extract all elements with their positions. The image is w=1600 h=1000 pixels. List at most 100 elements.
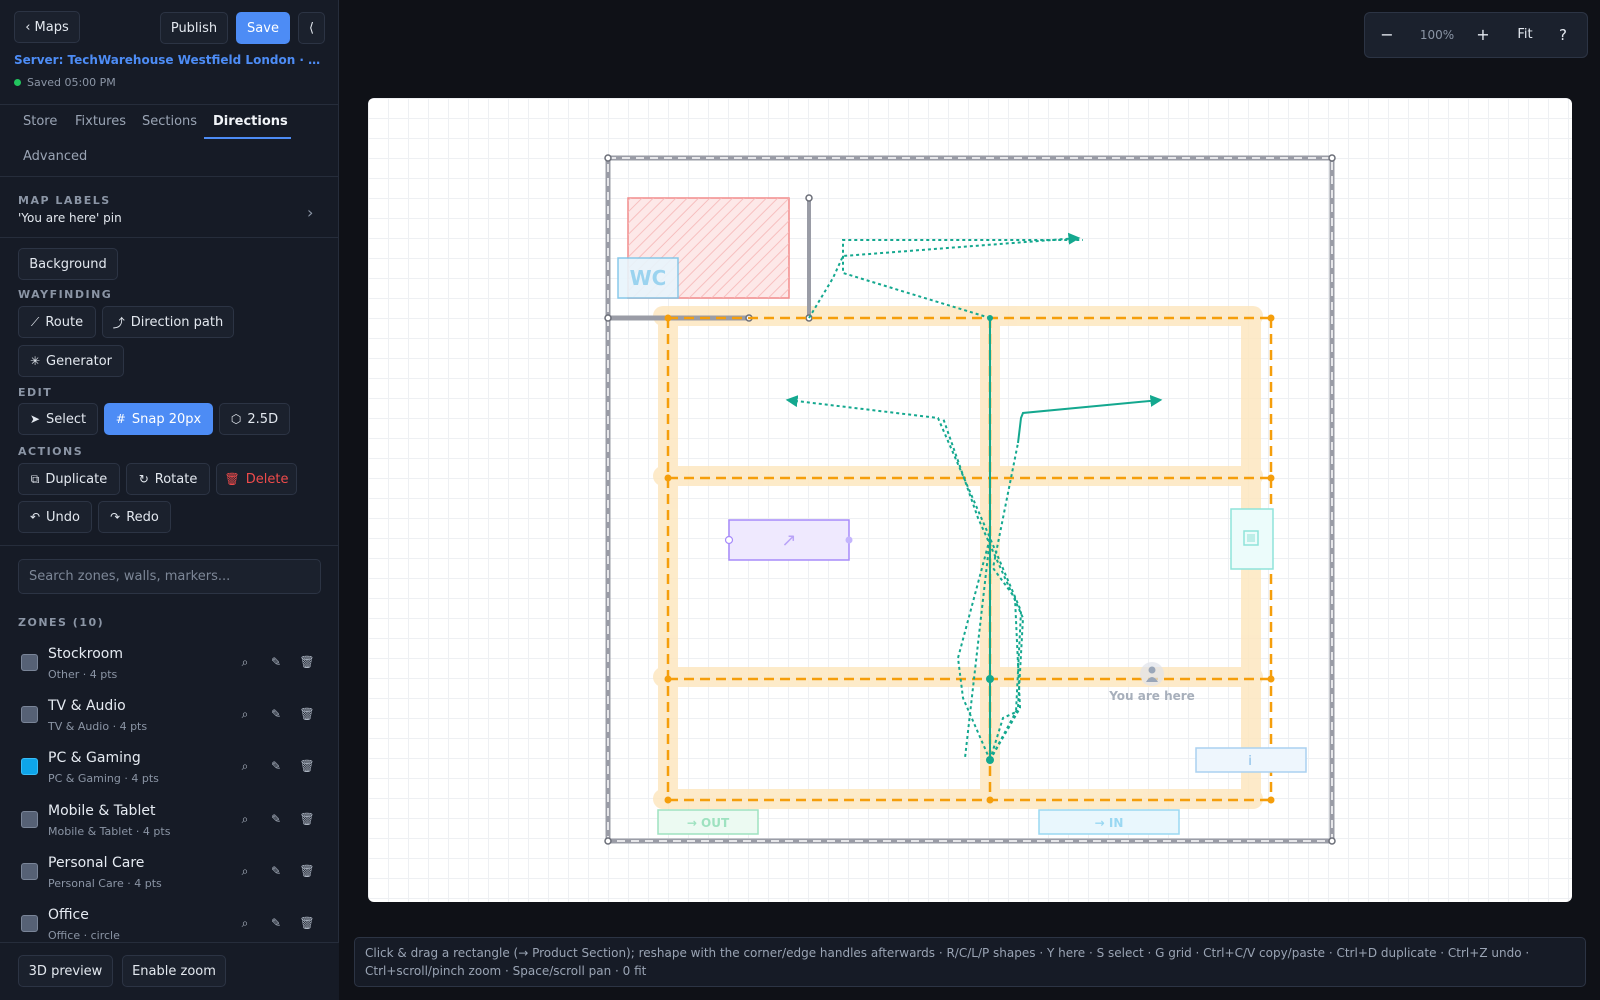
zone-item-office[interactable]: Office Office · circle ⌕ ✎ 🗑 [0, 901, 339, 942]
route-button[interactable]: ⟋ Route [18, 306, 96, 338]
direction-path[interactable] [785, 395, 992, 761]
map-labels-row[interactable]: MAP LABELS 'You are here' pin › [0, 180, 339, 235]
exit-zone[interactable] [657, 809, 759, 835]
search-input[interactable] [18, 559, 321, 594]
tab-fixtures[interactable]: Fixtures [75, 114, 127, 129]
zone-item-tv-audio[interactable]: TV & Audio TV & Audio · 4 pts ⌕ ✎ 🗑 [0, 692, 339, 744]
zoom-to-icon[interactable]: ⌕ [241, 707, 249, 721]
tab-directions[interactable]: Directions [213, 114, 288, 129]
snap-toggle-button[interactable]: # Snap 20px [104, 403, 213, 435]
tab-store[interactable]: Store [23, 114, 58, 129]
wall-node[interactable] [604, 837, 612, 845]
route-node[interactable] [987, 315, 993, 321]
zoom-fit-button[interactable]: Fit [1517, 27, 1533, 42]
escalator-zone[interactable] [728, 519, 850, 561]
direction-path[interactable] [808, 232, 1081, 319]
entrance-zone[interactable] [1038, 809, 1180, 835]
zone-color-swatch[interactable] [21, 811, 38, 828]
edit-pencil-icon[interactable]: ✎ [270, 864, 282, 878]
duplicate-button[interactable]: ⧉ Duplicate [18, 463, 120, 495]
wall-node[interactable] [604, 154, 612, 162]
aisle-node[interactable] [1267, 675, 1275, 683]
trash-icon[interactable]: 🗑 [299, 812, 315, 826]
map-drawing[interactable]: WC [368, 98, 1572, 902]
save-status: Saved 05:00 PM [14, 76, 116, 89]
wall-node[interactable] [1328, 837, 1336, 845]
collapse-sidebar-button[interactable]: ⟨ [298, 12, 325, 44]
zone-handle[interactable] [845, 536, 853, 544]
aisle-node[interactable] [664, 675, 672, 683]
aisle-node[interactable] [1267, 474, 1275, 482]
rotate-button[interactable]: ↻ Rotate [126, 463, 210, 495]
zone-item-personal-care[interactable]: Personal Care Personal Care · 4 pts ⌕ ✎ … [0, 849, 339, 901]
route-node[interactable] [986, 756, 994, 764]
zoom-out-button[interactable]: − [1380, 25, 1394, 44]
maps-back-button[interactable]: ‹ Maps [14, 11, 80, 43]
delete-button[interactable]: 🗑 Delete [216, 463, 297, 495]
info-point-zone[interactable] [1195, 747, 1307, 773]
aisle-nodes[interactable] [664, 314, 1275, 804]
trash-icon[interactable]: 🗑 [299, 864, 315, 878]
route-node[interactable] [986, 675, 994, 683]
zoom-to-icon[interactable]: ⌕ [241, 759, 249, 773]
zone-handle[interactable] [724, 535, 734, 545]
direction-paths[interactable] [785, 232, 1083, 761]
wall-node[interactable] [805, 194, 813, 202]
direction-path[interactable] [964, 534, 1023, 761]
zone-color-swatch[interactable] [21, 706, 38, 723]
zone-item-pc-gaming[interactable]: PC & Gaming PC & Gaming · 4 pts ⌕ ✎ 🗑 [0, 744, 339, 796]
direction-path[interactable] [942, 417, 1025, 761]
background-button[interactable]: Background [18, 248, 118, 280]
edit-pencil-icon[interactable]: ✎ [270, 812, 282, 826]
aisle-node[interactable] [1267, 796, 1275, 804]
route-nodes[interactable] [986, 315, 994, 764]
aisle-node[interactable] [986, 796, 994, 804]
wall-node[interactable] [1328, 154, 1336, 162]
view-25d-button[interactable]: ⬡ 2.5D [219, 403, 290, 435]
aisle-node[interactable] [664, 314, 672, 322]
edit-pencil-icon[interactable]: ✎ [270, 707, 282, 721]
trash-icon[interactable]: 🗑 [299, 916, 315, 930]
zone-item-mobile-tablet[interactable]: Mobile & Tablet Mobile & Tablet · 4 pts … [0, 797, 339, 849]
3d-preview-button[interactable]: 3D preview [18, 955, 113, 987]
help-button[interactable]: ? [1559, 26, 1567, 44]
publish-button[interactable]: Publish [160, 12, 228, 44]
wall-node[interactable] [604, 314, 612, 322]
zone-color-swatch[interactable] [21, 915, 38, 932]
aisle-glow-band [653, 466, 1263, 486]
trash-icon[interactable]: 🗑 [299, 655, 315, 669]
tab-sections[interactable]: Sections [142, 114, 198, 129]
trash-icon[interactable]: 🗑 [299, 707, 315, 721]
zone-color-swatch[interactable] [21, 758, 38, 775]
select-tool-button[interactable]: ➤ Select [18, 403, 98, 435]
undo-button[interactable]: ↶ Undo [18, 501, 92, 533]
tab-advanced[interactable]: Advanced [23, 149, 88, 164]
zone-item-stockroom[interactable]: Stockroom Other · 4 pts ⌕ ✎ 🗑 [0, 640, 339, 692]
generator-button[interactable]: ✳ Generator [18, 345, 124, 377]
save-button[interactable]: Save [236, 12, 290, 44]
trash-icon[interactable]: 🗑 [299, 759, 315, 773]
aisle-node[interactable] [1267, 314, 1275, 322]
edit-pencil-icon[interactable]: ✎ [270, 916, 282, 930]
zone-color-swatch[interactable] [21, 654, 38, 671]
enable-zoom-button[interactable]: Enable zoom [122, 955, 226, 987]
direction-path[interactable] [989, 442, 1022, 761]
map-canvas[interactable]: WC [368, 98, 1572, 902]
edit-pencil-icon[interactable]: ✎ [270, 655, 282, 669]
aisle-node[interactable] [664, 474, 672, 482]
zone-color-swatch[interactable] [21, 863, 38, 880]
zoom-to-icon[interactable]: ⌕ [241, 655, 249, 669]
route-icon: ⟋ [30, 314, 40, 329]
zoom-to-icon[interactable]: ⌕ [241, 812, 249, 826]
zoom-to-icon[interactable]: ⌕ [241, 864, 249, 878]
aisle-node[interactable] [664, 796, 672, 804]
direction-path[interactable] [842, 239, 1083, 319]
wc-zone[interactable] [617, 257, 679, 299]
direction-path-button[interactable]: ⤴ Direction path [102, 306, 234, 338]
person-pin-icon[interactable] [1148, 666, 1156, 674]
redo-button[interactable]: ↷ Redo [98, 501, 171, 533]
zoom-in-button[interactable]: + [1476, 25, 1490, 44]
edit-pencil-icon[interactable]: ✎ [270, 759, 282, 773]
zoom-to-icon[interactable]: ⌕ [241, 916, 249, 930]
direction-path-solid[interactable] [1017, 394, 1163, 444]
